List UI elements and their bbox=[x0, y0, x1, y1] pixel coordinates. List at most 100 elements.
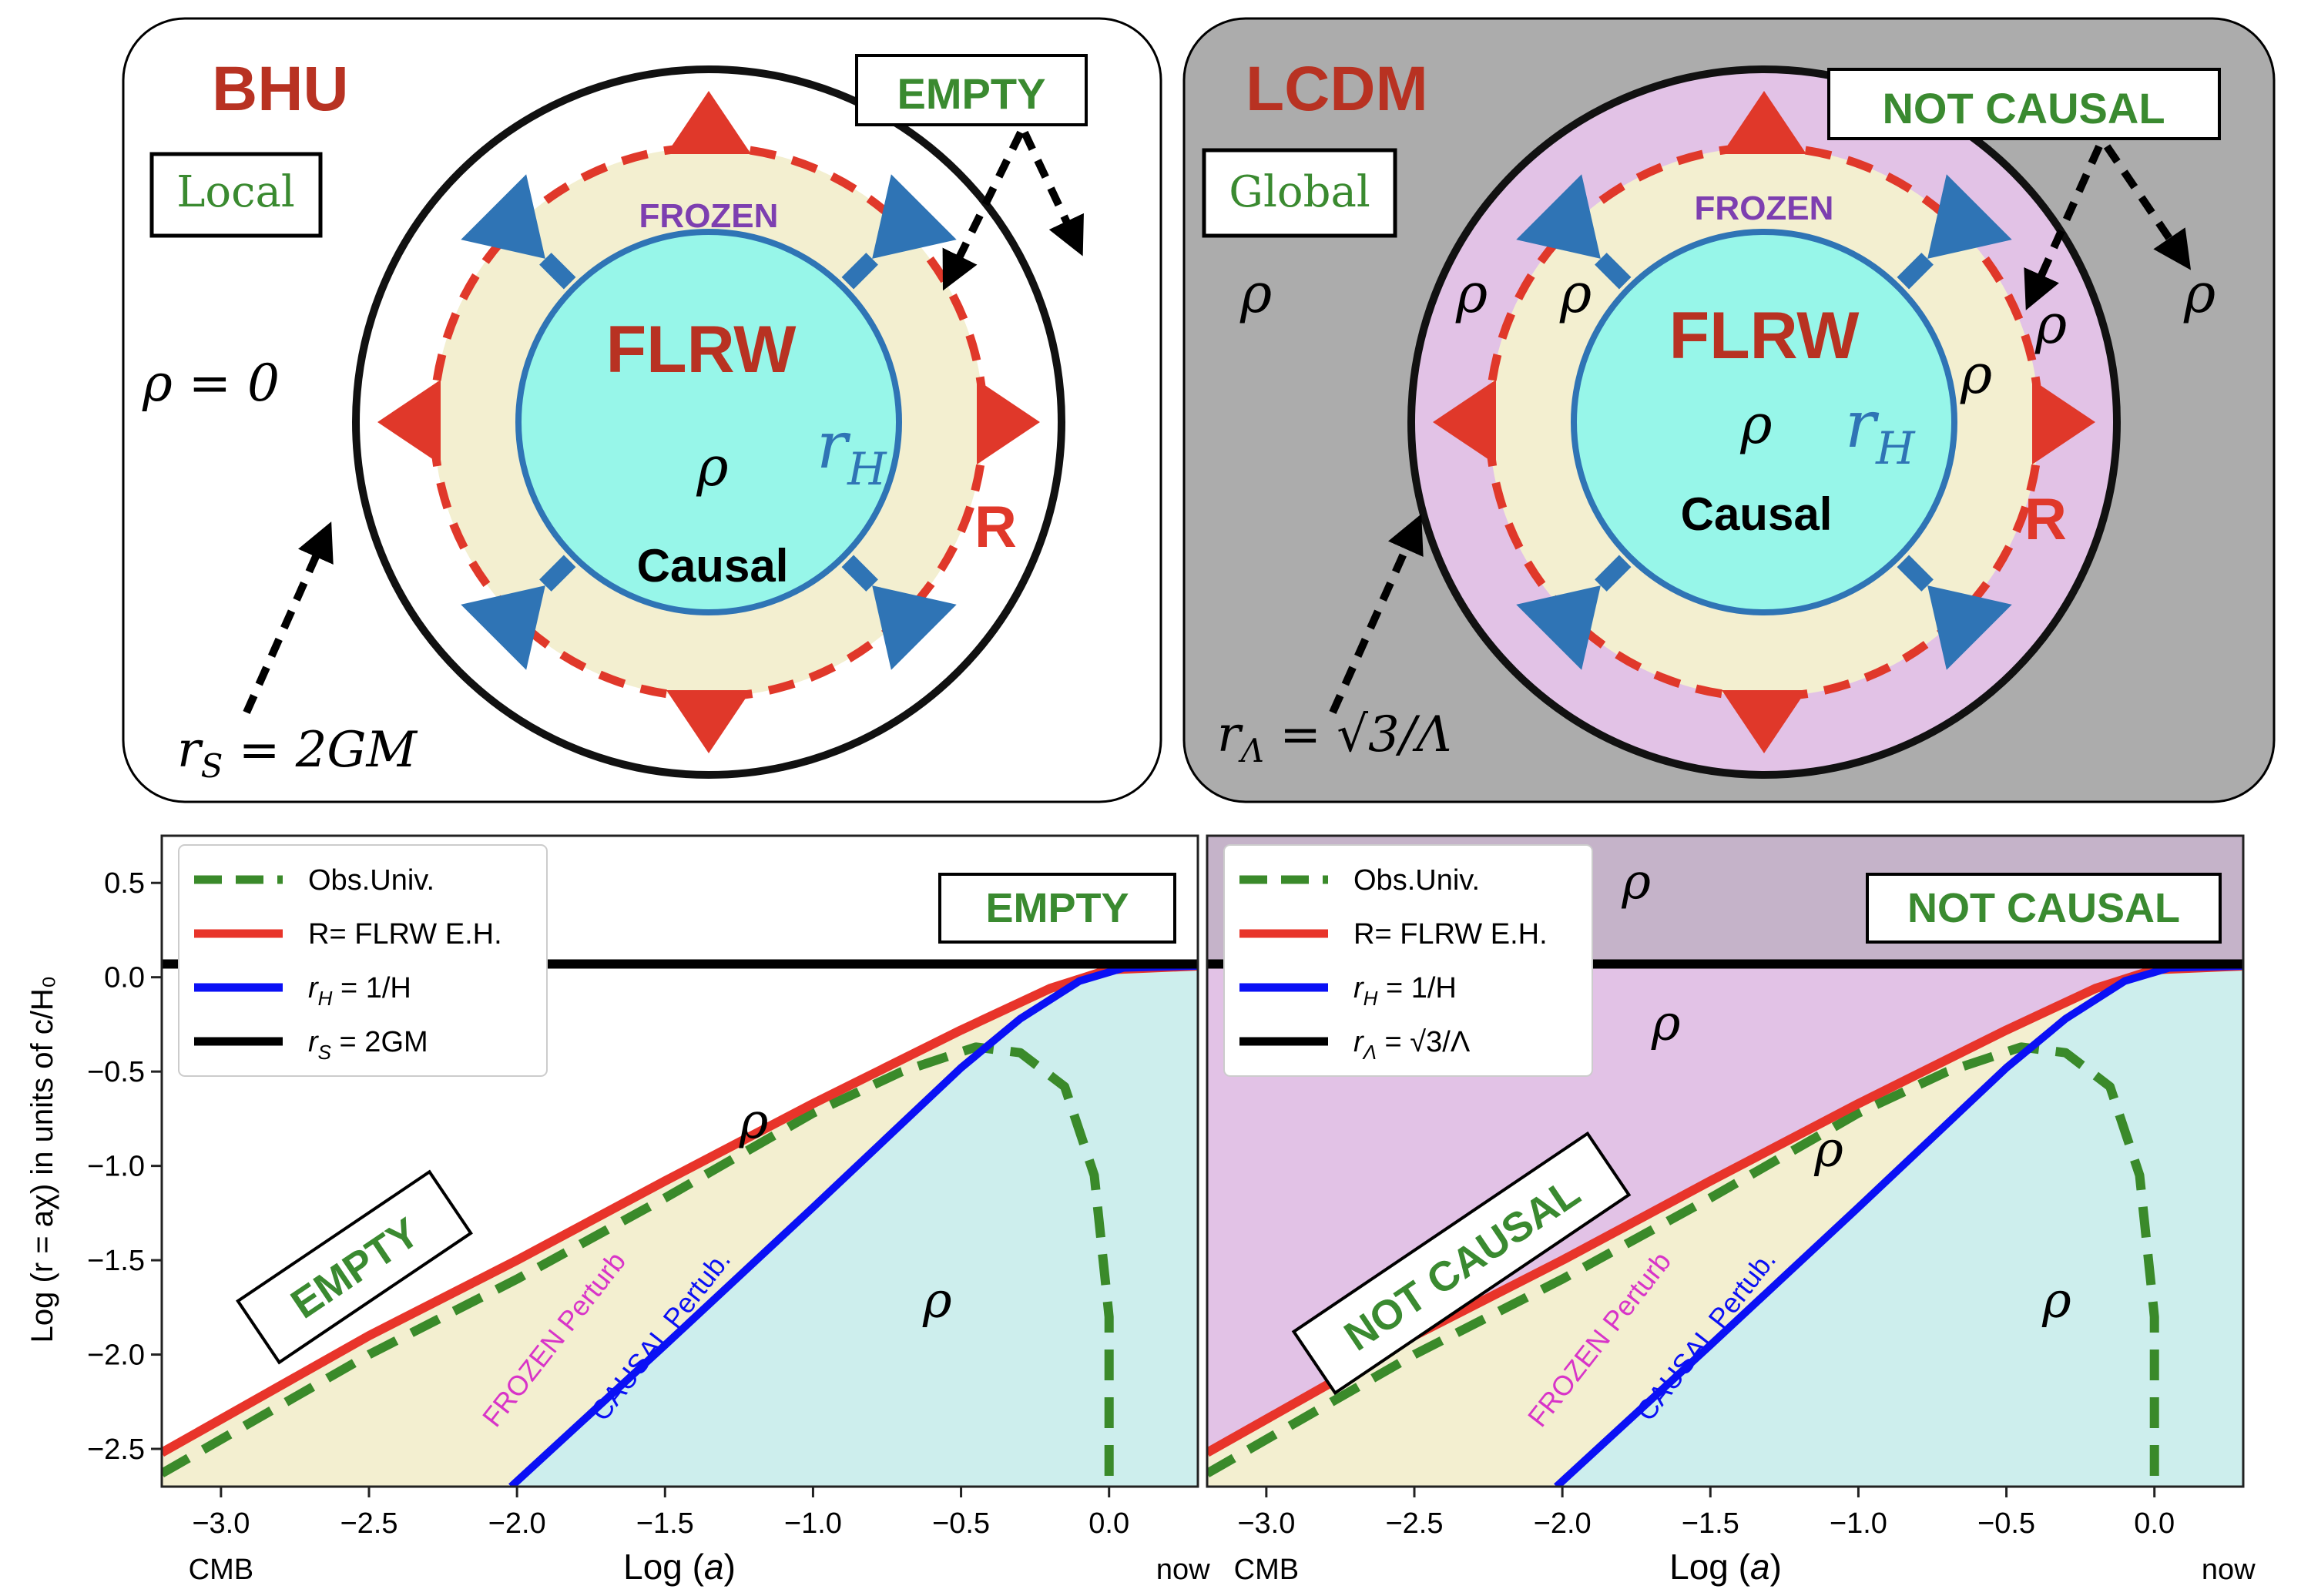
x-tick-label: −1.5 bbox=[636, 1507, 694, 1540]
blue-arrow-shaft bbox=[1897, 555, 1934, 592]
series-line-2 bbox=[508, 962, 1198, 1487]
y-tick-label: 0.5 bbox=[104, 867, 145, 900]
legend-label: rΛ = √3/Λ bbox=[1353, 1026, 1471, 1064]
rho-label: ρ bbox=[1621, 853, 1651, 910]
bhu-panel: BHU Local EMPTY FROZEN FLRW ρ rH Causal … bbox=[122, 17, 1162, 803]
red-outward-arrow bbox=[1722, 690, 1806, 753]
not-causal-arrow-out bbox=[2103, 144, 2192, 270]
scope-label: Global bbox=[1229, 167, 1370, 217]
x-tick-label: −1.5 bbox=[1682, 1507, 1739, 1540]
scope-box bbox=[149, 152, 323, 238]
scope-label: Local bbox=[176, 167, 295, 217]
flrw-label: FLRW bbox=[606, 313, 797, 387]
empty-arrow-in bbox=[942, 130, 1025, 291]
x-tick-label: −1.0 bbox=[784, 1507, 842, 1540]
not-causal-arrow-in bbox=[2024, 144, 2103, 310]
blue-arrow-head bbox=[1516, 585, 1601, 670]
x-tick-label: −2.5 bbox=[1385, 1507, 1443, 1540]
x-tick-label: −0.5 bbox=[932, 1507, 990, 1540]
blue-arrow-head bbox=[1927, 174, 2012, 259]
x-tick-label: −3.0 bbox=[192, 1507, 250, 1540]
x-tick-label: −2.0 bbox=[488, 1507, 546, 1540]
legend-label: rH = 1/H bbox=[308, 972, 411, 1010]
x-axis-label-left: Log (a) bbox=[623, 1547, 736, 1587]
causal-region bbox=[1556, 966, 2243, 1487]
blue-arrow-head bbox=[1516, 174, 1601, 259]
rho-zero-label: ρ = 0 bbox=[142, 354, 280, 413]
panel-title: LCDM bbox=[1246, 54, 1428, 124]
red-outward-arrow bbox=[666, 690, 751, 753]
radius-label: rΛ = √3/Λ bbox=[1217, 706, 1452, 770]
rho-outer: ρ bbox=[1239, 262, 1272, 325]
series-line-0 bbox=[162, 1042, 1114, 1487]
scope-box bbox=[1202, 148, 1397, 238]
rho-frozen-right: ρ bbox=[1960, 343, 1992, 406]
plot-frame bbox=[160, 834, 1199, 1488]
now-label: now bbox=[1156, 1554, 1210, 1586]
r-label: R bbox=[974, 495, 1017, 560]
red-outward-arrow bbox=[377, 380, 441, 464]
blue-arrow-shaft bbox=[1595, 253, 1632, 290]
blue-arrow-shaft bbox=[1897, 253, 1934, 290]
red-outward-arrow bbox=[977, 380, 1040, 464]
hubble-sphere bbox=[515, 229, 902, 615]
blue-arrow-head bbox=[461, 585, 545, 670]
x-tick-label: −1.0 bbox=[1830, 1507, 1887, 1540]
bhu-plot: −3.0 −2.5 −2.0 −1.5 −1.0 −0.5 0.0 0.5 0.0 −0.5 −1.… bbox=[87, 834, 1210, 1586]
y-tick-label: 0.0 bbox=[104, 962, 145, 994]
x-tick-label: −0.5 bbox=[1977, 1507, 2035, 1540]
blue-arrow-shaft bbox=[539, 555, 576, 592]
frozen-label: FROZEN bbox=[1695, 189, 1834, 227]
rh-label: rH bbox=[1845, 387, 1916, 474]
legend-label: rS = 2GM bbox=[308, 1026, 428, 1064]
outside-label-box bbox=[1827, 68, 2221, 140]
x-axis-label-right: Log (a) bbox=[1669, 1547, 1782, 1587]
causal-label: Causal bbox=[1681, 488, 1833, 540]
causal-region bbox=[511, 966, 1198, 1487]
rh-label: rH bbox=[817, 407, 887, 495]
outside-label: EMPTY bbox=[897, 69, 1046, 118]
y-tick-label: −1.5 bbox=[87, 1245, 145, 1277]
rho-outside: ρ bbox=[2183, 262, 2215, 325]
causal-label: Causal bbox=[637, 540, 789, 592]
red-outward-arrow bbox=[1433, 380, 1496, 464]
y-tick-label: −1.0 bbox=[87, 1151, 145, 1183]
blue-arrow-head bbox=[1927, 585, 2012, 670]
outside-label: NOT CAUSAL bbox=[1882, 84, 2165, 132]
red-outward-arrow bbox=[666, 91, 751, 154]
rho-label: ρ bbox=[1813, 1122, 1843, 1179]
y-axis-label: Log (r = aχ) in units of c/H₀ bbox=[25, 976, 59, 1343]
blue-arrow-head bbox=[872, 174, 957, 259]
hubble-sphere bbox=[1571, 229, 1957, 615]
radius-label: rS = 2GM bbox=[177, 722, 418, 785]
rho-shell-right: ρ bbox=[2034, 293, 2067, 356]
rho-label: ρ bbox=[1651, 995, 1681, 1052]
r-label: R bbox=[2024, 487, 2067, 552]
panel-title: BHU bbox=[212, 54, 349, 124]
blue-arrow-shaft bbox=[841, 555, 878, 592]
legend-label: Obs.Univ. bbox=[1353, 864, 1480, 897]
rho-label: ρ bbox=[739, 1093, 769, 1150]
y-tick-label: −2.5 bbox=[87, 1433, 145, 1466]
rho-inside: ρ bbox=[1739, 393, 1772, 456]
legend-label: Obs.Univ. bbox=[308, 864, 434, 897]
radius-arrow bbox=[1329, 514, 1424, 715]
y-tick-label: −0.5 bbox=[87, 1056, 145, 1088]
legend-box bbox=[1223, 844, 1593, 1077]
blue-arrow-head bbox=[461, 174, 545, 259]
region-box bbox=[938, 873, 1176, 944]
series-line-2 bbox=[1554, 962, 2243, 1487]
plot-frame bbox=[1206, 834, 2245, 1488]
cmb-label: CMB bbox=[189, 1554, 253, 1586]
x-tick-label: −2.0 bbox=[1534, 1507, 1592, 1540]
frozen-label: FROZEN bbox=[639, 197, 779, 235]
red-outward-arrow bbox=[2032, 380, 2095, 464]
x-tick-label: 0.0 bbox=[2134, 1507, 2175, 1540]
rho-frozen: ρ bbox=[1559, 262, 1592, 325]
x-tick-label: −3.0 bbox=[1237, 1507, 1295, 1540]
radius-arrow bbox=[243, 521, 334, 715]
x-tick-label: 0.0 bbox=[1088, 1507, 1129, 1540]
cmb-label: CMB bbox=[1234, 1554, 1299, 1586]
blue-arrow-shaft bbox=[841, 253, 878, 290]
